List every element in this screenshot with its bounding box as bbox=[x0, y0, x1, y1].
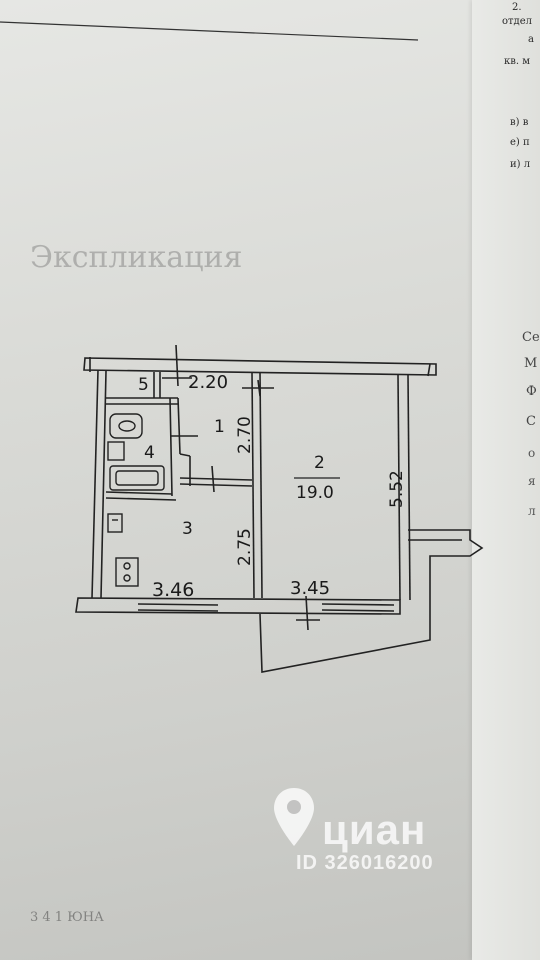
faint-letter-1: Се bbox=[522, 330, 540, 345]
margin-text-6: е) п bbox=[510, 137, 530, 148]
faint-letter-3: Ф bbox=[526, 384, 537, 399]
kitchen-sink-icon bbox=[107, 513, 123, 533]
margin-text-1: 2. bbox=[512, 2, 522, 13]
dimension-2-70: 2.70 bbox=[235, 416, 255, 454]
watermark-brand: циан bbox=[322, 806, 427, 853]
bathtub-icon bbox=[109, 465, 165, 491]
margin-text-5: в) в bbox=[510, 117, 529, 128]
margin-text-2: отдел bbox=[502, 16, 532, 27]
room-2-number: 2 bbox=[314, 453, 325, 473]
faint-letter-6: я bbox=[528, 474, 536, 488]
faint-heading: Экспликация bbox=[30, 240, 243, 275]
walls bbox=[75, 344, 484, 673]
watermark-listing-id: ID 326016200 bbox=[296, 852, 434, 874]
toilet-icon bbox=[109, 413, 143, 439]
dimension-3-46: 3.46 bbox=[152, 579, 194, 601]
location-pin-icon bbox=[274, 788, 314, 846]
dimension-2-20: 2.20 bbox=[188, 372, 228, 393]
dimension-5-52: 5.52 bbox=[387, 470, 407, 508]
faint-letter-5: о bbox=[528, 446, 536, 460]
margin-text-7: и) л bbox=[510, 159, 531, 170]
room-4-number: 4 bbox=[144, 443, 155, 463]
fixtures bbox=[107, 413, 165, 587]
bottom-scrawl: 3 4 1 ЮНА bbox=[30, 910, 104, 925]
margin-text-3: а bbox=[528, 34, 534, 45]
faint-letter-7: л bbox=[528, 504, 536, 518]
margin-text-4: кв. м bbox=[504, 56, 531, 67]
faint-letter-2: М bbox=[524, 356, 538, 371]
sink-icon bbox=[107, 441, 125, 461]
room-3-number: 3 bbox=[182, 519, 193, 539]
faint-letter-4: С bbox=[526, 414, 536, 429]
room-1-number: 1 bbox=[214, 417, 225, 437]
dimension-3-45: 3.45 bbox=[290, 578, 330, 599]
stove-icon bbox=[115, 557, 139, 587]
room-5-number: 5 bbox=[138, 375, 149, 395]
paper-sheet-right bbox=[472, 0, 540, 960]
dimension-2-75: 2.75 bbox=[235, 528, 255, 566]
room-2-area: 19.0 bbox=[296, 483, 334, 503]
